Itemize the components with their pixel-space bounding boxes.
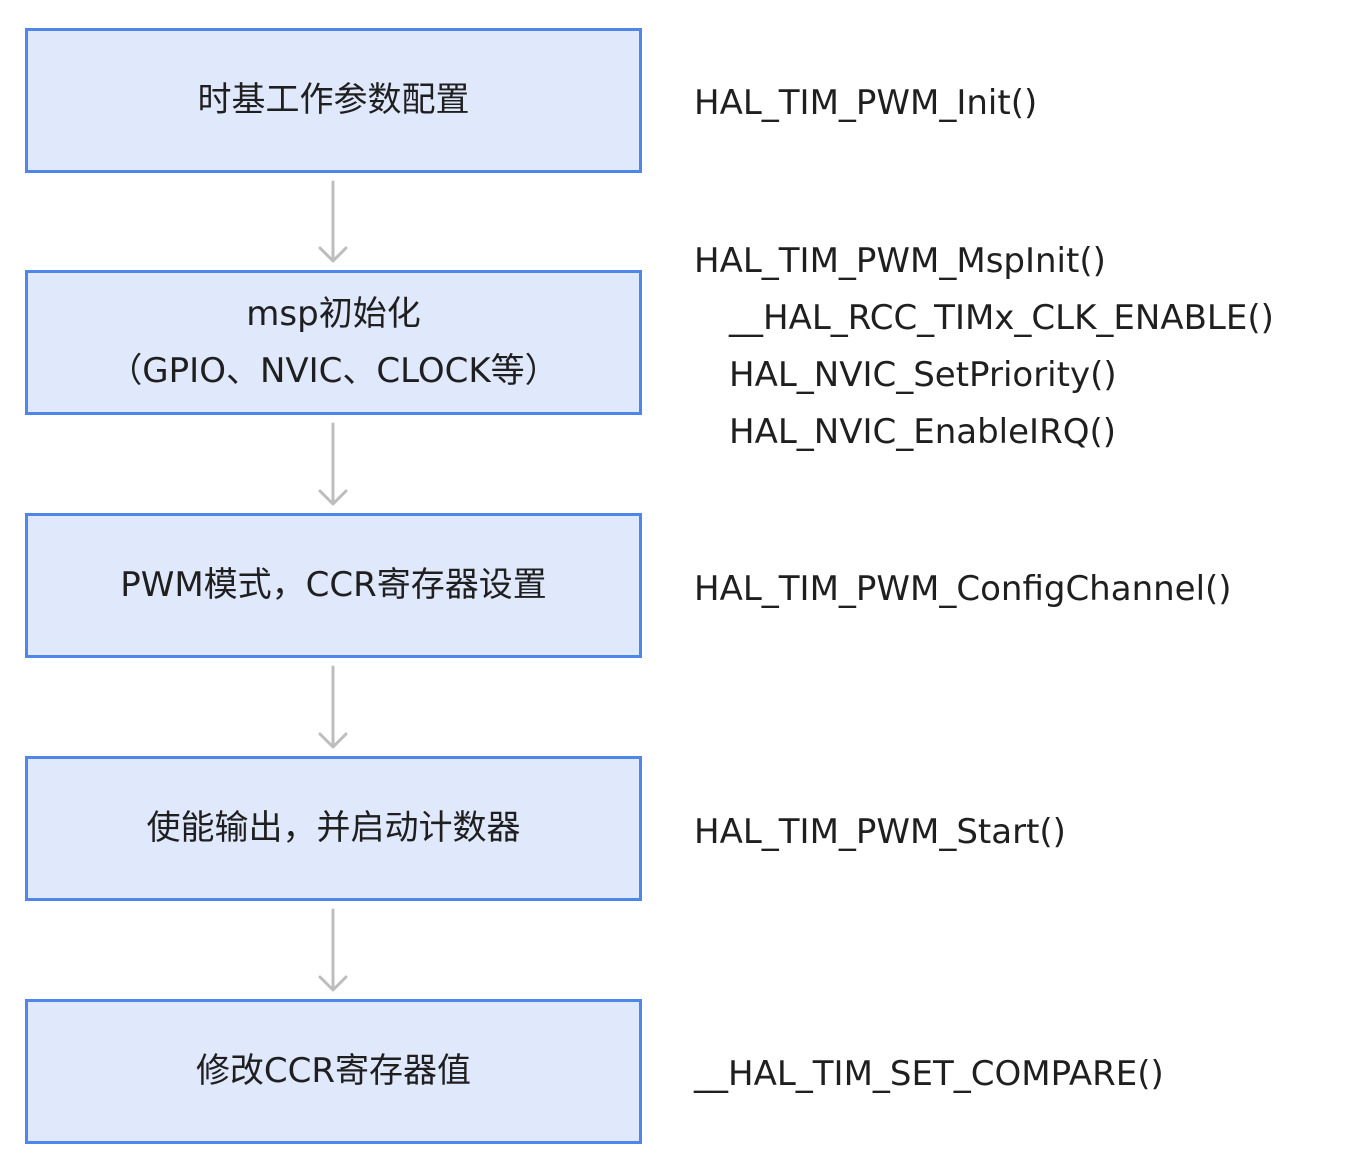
arrow-3 xyxy=(318,665,348,749)
step-label: PWM模式，CCR寄存器设置 xyxy=(120,565,547,605)
step-box-3 xyxy=(25,513,642,658)
function-group-set-compare: __HAL_TIM_SET_COMPARE() xyxy=(694,1046,1164,1103)
step-enable-output: 使能输出，并启动计数器 xyxy=(25,756,642,901)
step-label: 时基工作参数配置 xyxy=(197,80,470,120)
function-name: HAL_TIM_PWM_Start() xyxy=(694,812,1066,852)
function-group-start: HAL_TIM_PWM_Start() xyxy=(694,804,1066,861)
step-box-5 xyxy=(25,999,642,1144)
step-label: msp初始化 xyxy=(246,293,421,334)
function-name: HAL_NVIC_EnableIRQ() xyxy=(729,412,1116,452)
function-group-init: HAL_TIM_PWM_Init() xyxy=(694,75,1037,132)
step-box-2 xyxy=(25,270,642,415)
function-name: HAL_TIM_PWM_MspInit() xyxy=(694,241,1106,281)
step-pwm-mode-ccr: PWM模式，CCR寄存器设置 xyxy=(25,513,642,658)
step-box-4 xyxy=(25,756,642,901)
function-group-config-channel: HAL_TIM_PWM_ConfigChannel() xyxy=(694,561,1232,618)
function-name: HAL_TIM_PWM_Init() xyxy=(694,83,1038,123)
step-modify-ccr: 修改CCR寄存器值 xyxy=(25,999,642,1144)
function-name: HAL_TIM_PWM_ConfigChannel() xyxy=(694,569,1232,609)
arrow-1 xyxy=(318,180,348,263)
function-name: __HAL_TIM_SET_COMPARE() xyxy=(694,1054,1164,1094)
step-msp-init: msp初始化 （GPIO、NVIC、CLOCK等） xyxy=(25,270,642,415)
step-label: 修改CCR寄存器值 xyxy=(195,1051,472,1091)
arrow-2 xyxy=(318,422,348,506)
function-group-msp: HAL_TIM_PWM_MspInit() __HAL_RCC_TIMx_CLK… xyxy=(694,233,1274,461)
function-name: __HAL_RCC_TIMx_CLK_ENABLE() xyxy=(729,298,1274,338)
function-name: HAL_NVIC_SetPriority() xyxy=(729,355,1117,395)
step-sublabel: （GPIO、NVIC、CLOCK等） xyxy=(108,350,559,391)
step-box-1 xyxy=(25,28,642,173)
step-time-base-config: 时基工作参数配置 xyxy=(25,28,642,173)
step-label: 使能输出，并启动计数器 xyxy=(146,808,521,848)
arrow-4 xyxy=(318,908,348,992)
